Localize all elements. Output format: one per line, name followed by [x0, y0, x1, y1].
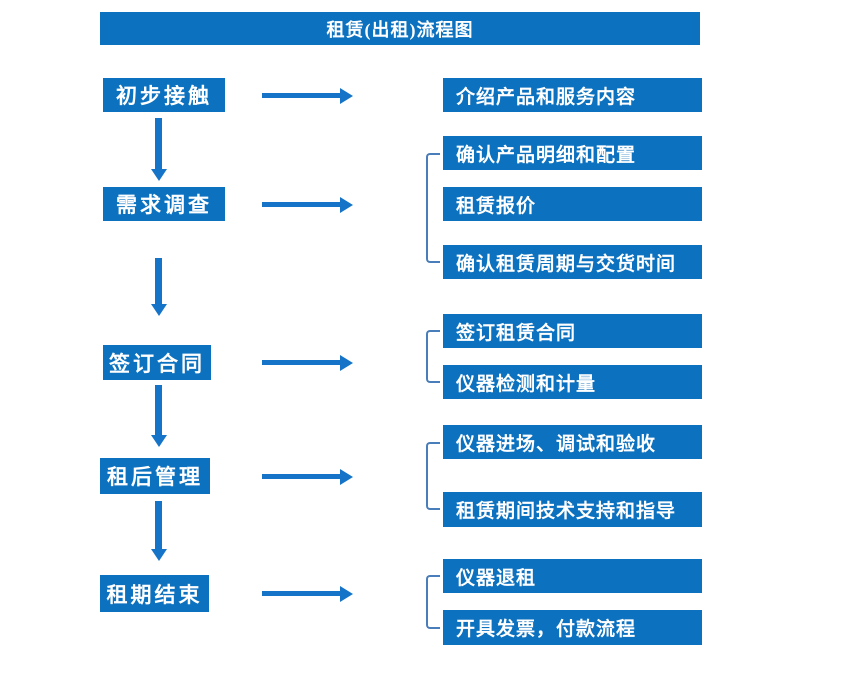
flow-step-box-1: 初步接触 — [103, 78, 225, 112]
group-bracket-step-4 — [426, 442, 440, 510]
flow-step-box-3: 签订合同 — [103, 345, 211, 380]
output-box-3-2: 仪器检测和计量 — [443, 365, 702, 399]
flow-step-box-4: 租后管理 — [100, 458, 210, 494]
output-box-2-3: 确认租赁周期与交货时间 — [443, 245, 702, 279]
group-bracket-step-5 — [426, 575, 440, 629]
output-box-5-2: 开具发票，付款流程 — [443, 610, 702, 645]
right-arrow-5 — [262, 591, 340, 596]
diagram-title: 租赁(出租)流程图 — [326, 19, 474, 40]
down-arrow-4 — [155, 501, 162, 549]
output-box-1-1: 介绍产品和服务内容 — [443, 78, 702, 112]
output-box-4-2: 租赁期间技术支持和指导 — [443, 492, 702, 527]
output-box-3-1: 签订租赁合同 — [443, 314, 702, 348]
output-box-2-2: 租赁报价 — [443, 187, 702, 221]
group-bracket-step-3 — [426, 330, 440, 383]
right-arrow-2 — [262, 202, 340, 207]
title-bar: 租赁(出租)流程图 — [100, 12, 700, 45]
down-arrow-2 — [155, 258, 162, 304]
group-bracket-step-2 — [426, 153, 440, 263]
right-arrow-1 — [262, 93, 340, 98]
flow-step-box-2: 需求调查 — [103, 187, 225, 221]
down-arrow-1 — [155, 118, 162, 169]
output-box-4-1: 仪器进场、调试和验收 — [443, 425, 702, 459]
right-arrow-4 — [262, 474, 340, 479]
flow-step-box-5: 租期结束 — [100, 575, 209, 612]
output-box-5-1: 仪器退租 — [443, 559, 702, 593]
output-box-2-1: 确认产品明细和配置 — [443, 136, 702, 170]
right-arrow-3 — [262, 360, 340, 365]
down-arrow-3 — [155, 385, 162, 435]
